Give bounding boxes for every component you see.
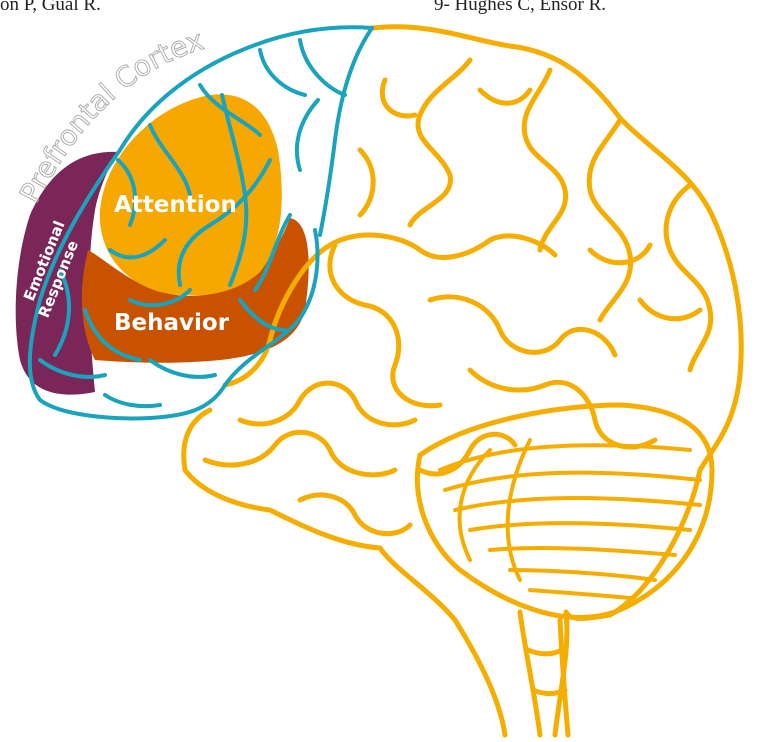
brainstem bbox=[520, 612, 568, 735]
behavior-label: Behavior bbox=[114, 310, 230, 336]
attention-label: Attention bbox=[114, 192, 237, 218]
cerebellum bbox=[417, 405, 712, 617]
